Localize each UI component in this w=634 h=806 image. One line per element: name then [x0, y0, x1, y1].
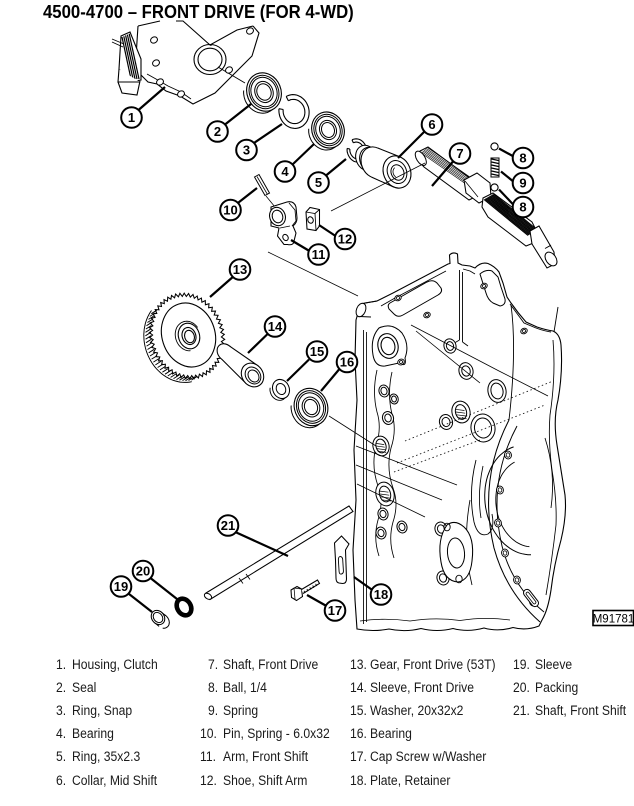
svg-text:11: 11 [312, 247, 326, 262]
svg-text:3: 3 [243, 143, 250, 158]
svg-text:2: 2 [214, 124, 221, 139]
svg-text:18: 18 [374, 587, 388, 602]
svg-text:8: 8 [519, 151, 526, 166]
svg-text:1: 1 [128, 110, 135, 125]
svg-text:13: 13 [233, 262, 247, 277]
svg-text:8: 8 [519, 200, 526, 215]
svg-text:20: 20 [136, 564, 150, 579]
svg-text:10: 10 [223, 203, 237, 218]
svg-text:6: 6 [428, 117, 435, 132]
svg-text:M91781: M91781 [593, 613, 634, 625]
svg-text:21: 21 [221, 518, 235, 533]
svg-text:4: 4 [281, 164, 289, 179]
svg-text:17: 17 [328, 603, 342, 618]
svg-text:19: 19 [114, 579, 128, 594]
svg-text:16: 16 [340, 355, 354, 370]
svg-text:9: 9 [519, 176, 526, 191]
svg-text:5: 5 [315, 175, 322, 190]
svg-text:12: 12 [338, 232, 352, 247]
svg-text:14: 14 [268, 319, 283, 334]
svg-text:15: 15 [310, 344, 324, 359]
svg-text:7: 7 [456, 146, 463, 161]
